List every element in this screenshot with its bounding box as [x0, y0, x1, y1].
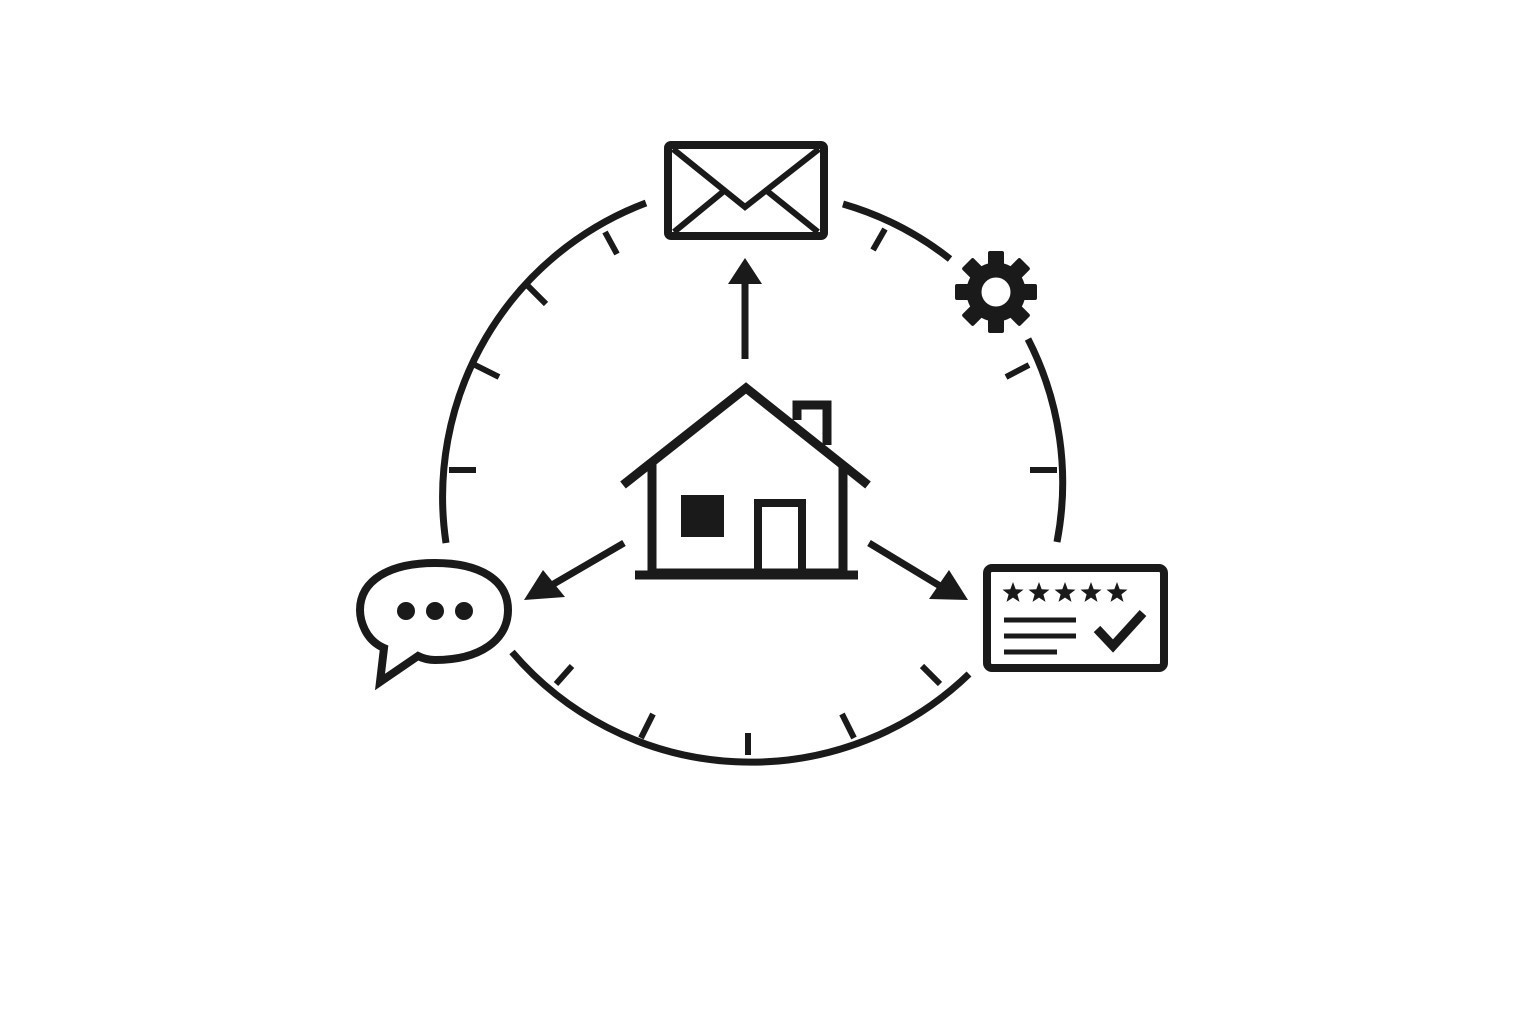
- dial-arc-right: [1024, 337, 1067, 543]
- tick-mark: [919, 663, 943, 687]
- arrow-up: [728, 258, 762, 359]
- tick-mark: [602, 230, 620, 256]
- chat-dot: [397, 602, 415, 620]
- dial-ring: [439, 199, 1067, 766]
- dial-arc-bottom: [509, 649, 972, 766]
- envelope-flap: [671, 146, 821, 211]
- dial-arc-top-left: [439, 199, 648, 544]
- dial-arc-top-right: [842, 200, 953, 262]
- chat-dot: [426, 602, 444, 620]
- house-door: [754, 499, 806, 573]
- arrow-down-left: [524, 539, 626, 600]
- house-walls: [647, 464, 848, 578]
- star-icon: [1106, 582, 1128, 602]
- tick-mark: [473, 362, 501, 380]
- tick-mark: [870, 227, 888, 252]
- review-card-icon: [983, 564, 1168, 672]
- review-stars: [1002, 582, 1128, 602]
- tick-mark: [839, 712, 857, 740]
- review-card-frame: [983, 564, 1168, 672]
- star-icon: [1028, 582, 1050, 602]
- checkmark-icon: [1093, 609, 1147, 653]
- star-icon: [1080, 582, 1102, 602]
- tick-mark: [638, 712, 656, 740]
- arrow-shaft: [543, 539, 626, 593]
- house-window: [681, 495, 724, 537]
- house-chimney: [792, 400, 832, 445]
- arrow-shaft: [867, 540, 947, 592]
- star-icon: [1002, 582, 1024, 602]
- arrow-head: [929, 570, 968, 600]
- chat-dot: [455, 602, 473, 620]
- envelope-icon: [664, 141, 828, 240]
- envelope-fold-left: [672, 188, 726, 235]
- envelope-body: [664, 141, 828, 240]
- tick-mark: [553, 664, 575, 686]
- arrow-head: [728, 258, 762, 284]
- dial-ticks: [449, 227, 1057, 755]
- gear-icon: [955, 251, 1037, 333]
- arrow-head: [524, 570, 565, 600]
- house-roof: [620, 382, 871, 489]
- star-icon: [1054, 582, 1076, 602]
- tick-mark: [1004, 362, 1031, 380]
- gear-ring: [966, 262, 1026, 322]
- chat-bubble-icon: [355, 558, 513, 691]
- chat-bubble-outline: [355, 558, 513, 691]
- arrow-down-right: [867, 540, 968, 600]
- tick-mark: [523, 281, 549, 307]
- house-icon: [620, 382, 871, 580]
- envelope-fold-right: [765, 188, 820, 235]
